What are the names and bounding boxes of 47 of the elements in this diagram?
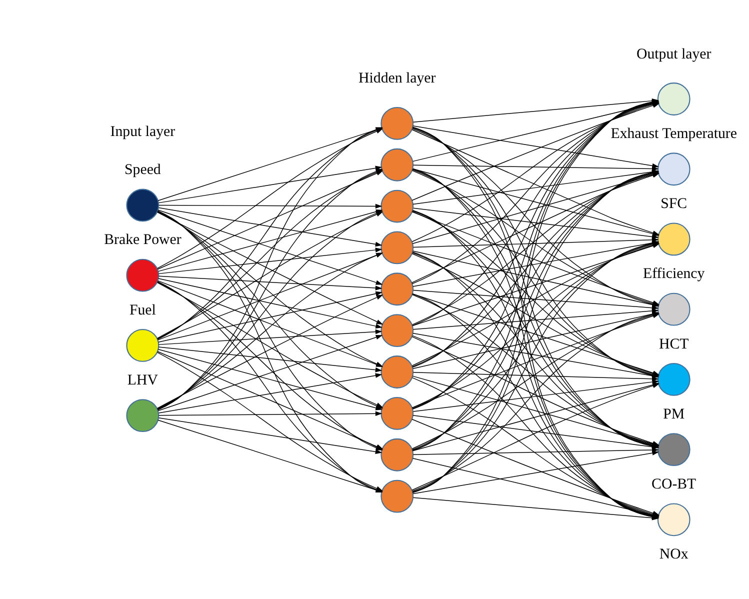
arrow <box>158 280 383 367</box>
node-circle <box>380 396 414 430</box>
node-label: PM <box>663 406 685 422</box>
arrow <box>158 252 383 340</box>
arrow <box>412 450 660 494</box>
node-circle <box>126 328 160 362</box>
node-circle <box>126 258 160 292</box>
node-circle <box>657 503 690 536</box>
node-label: SFC <box>660 196 688 212</box>
node-circle <box>657 152 690 186</box>
arrow <box>158 346 382 372</box>
node-circle <box>657 292 690 326</box>
label: Hidden layer <box>358 70 436 87</box>
arrow <box>158 291 382 343</box>
node-label: Exhaust Temperature <box>610 126 737 142</box>
arrow <box>158 411 382 416</box>
label: Output layer <box>636 46 712 62</box>
node-label: Speed <box>124 162 161 178</box>
arrow <box>158 204 382 209</box>
node-circle <box>657 433 690 466</box>
arrow <box>158 278 382 328</box>
node-circle <box>126 188 160 222</box>
node-circle <box>380 356 414 388</box>
arrow <box>158 329 382 345</box>
node-circle <box>380 231 414 264</box>
node-circle <box>380 480 414 513</box>
node-circle <box>380 314 414 348</box>
node-circle <box>380 190 414 223</box>
node-label: LHV <box>127 372 158 388</box>
node-circle <box>380 106 414 140</box>
node-circle <box>380 438 414 472</box>
node-label: NOx <box>659 546 688 563</box>
node-circle <box>657 362 690 396</box>
node-label: Fuel <box>129 302 156 318</box>
arrow <box>412 126 660 168</box>
node-label: Brake Power <box>104 232 182 248</box>
node-label: HCT <box>658 336 689 352</box>
node-circle <box>380 272 414 306</box>
node-label: CO-BT <box>652 476 696 493</box>
node-circle <box>657 222 690 256</box>
node-circle <box>380 148 414 182</box>
node-circle <box>657 82 690 116</box>
label: Input layer <box>110 124 176 140</box>
arrow <box>158 276 382 290</box>
node-label: Efficiency <box>643 266 705 282</box>
arrow <box>158 248 382 274</box>
node-circle <box>126 399 160 432</box>
